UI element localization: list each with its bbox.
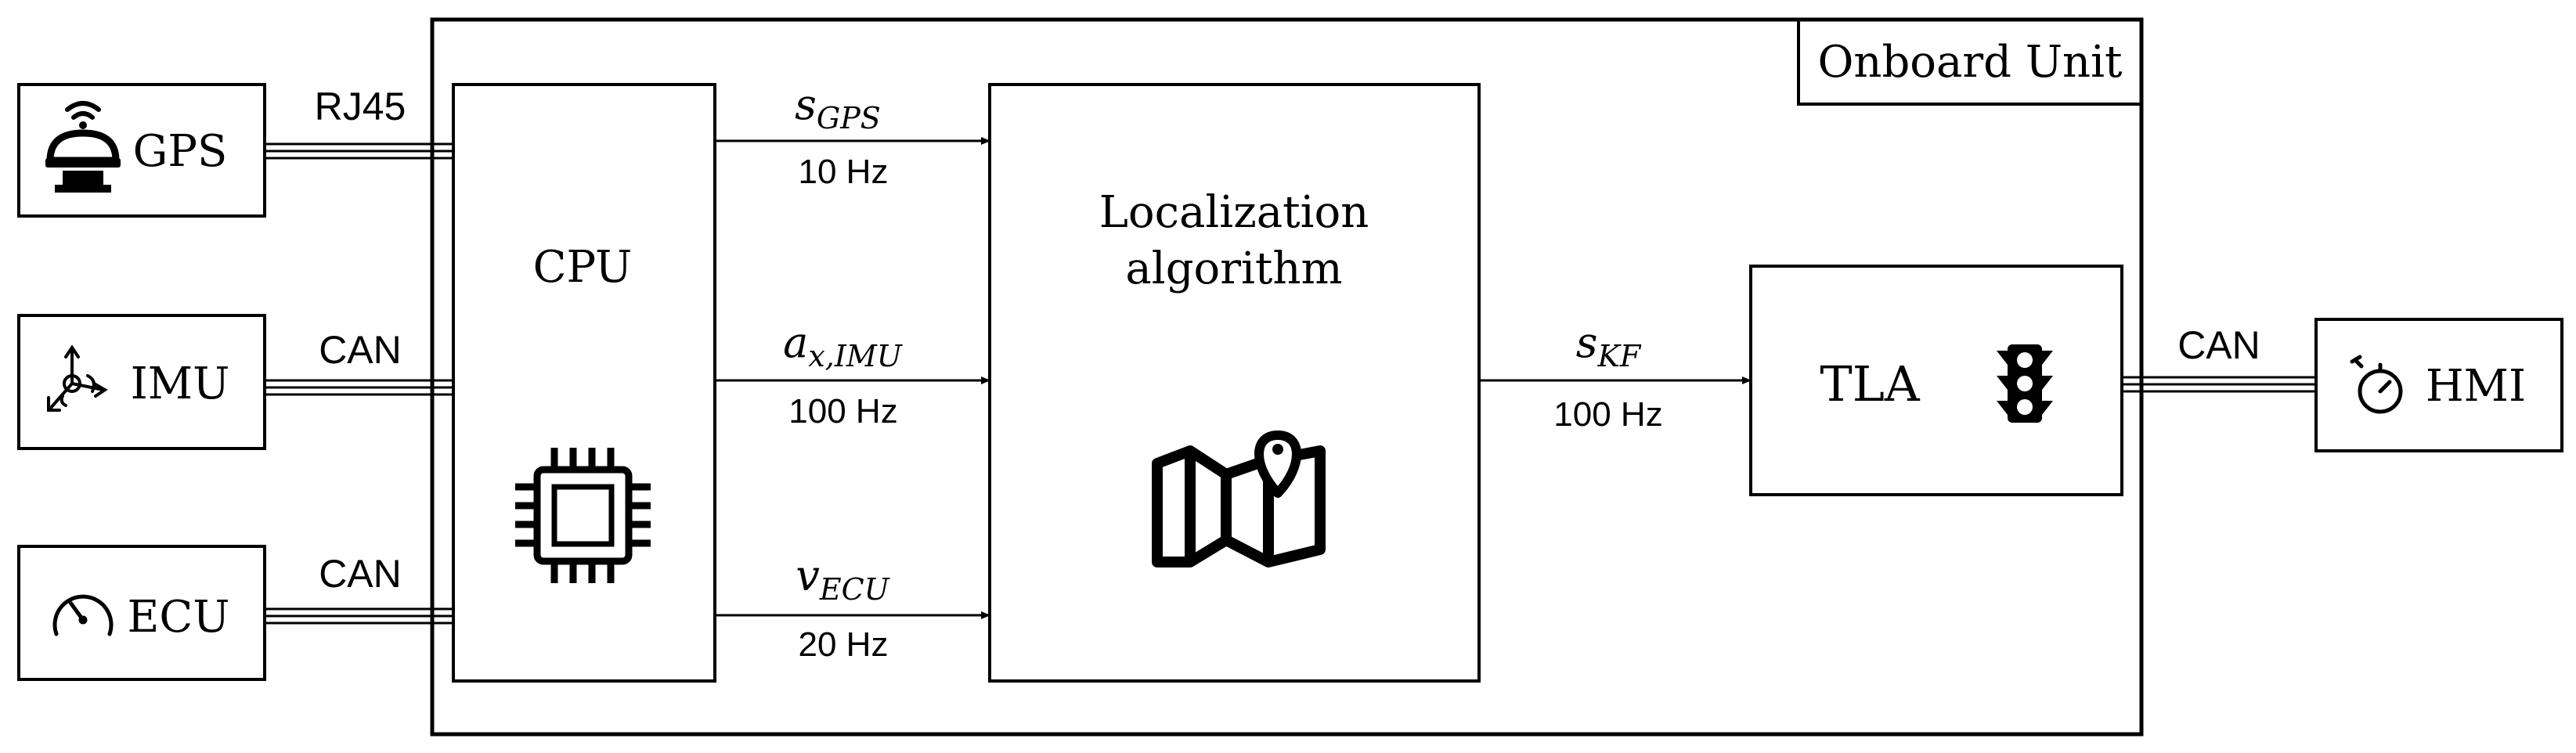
imu-cpu-link — [265, 379, 453, 396]
onboard-unit-label-box — [1797, 18, 2143, 106]
imu-rate-label: 100 Hz — [788, 392, 897, 431]
chip-icon — [515, 448, 651, 583]
ecu-cpu-link — [265, 607, 453, 625]
gps-cpu-link — [265, 142, 453, 160]
traffic-light-icon — [1997, 344, 2053, 423]
tla-label: TLA — [1820, 355, 1921, 413]
cpu-label: CPU — [533, 242, 633, 293]
ecu-rate-label: 20 Hz — [799, 625, 889, 664]
kf-rate-label: 100 Hz — [1553, 395, 1662, 434]
localization-block: Localization algorithm — [988, 83, 1481, 683]
imu-block: IMU — [17, 314, 266, 450]
tla-hmi-link — [2122, 376, 2316, 393]
gps-link-label: RJ45 — [315, 85, 406, 128]
gps-signal-label: sGPS — [795, 80, 881, 135]
map-pin-icon — [1152, 431, 1326, 567]
gps-block: GPS — [17, 83, 266, 218]
ecu-link-label: CAN — [319, 552, 402, 596]
gps-antenna-icon — [45, 101, 121, 193]
ecu-block: ECU — [17, 545, 266, 681]
tla-link-label: CAN — [2177, 323, 2260, 367]
imu-signal-label: ax,IMU — [783, 318, 904, 373]
ecu-label: ECU — [128, 592, 230, 643]
imu-axes-icon — [47, 344, 108, 412]
tla-block: TLA — [1749, 265, 2123, 496]
gps-rate-label: 10 Hz — [799, 153, 889, 191]
kf-signal-label: sKF — [1576, 318, 1642, 373]
hmi-block: HMI — [2314, 318, 2563, 452]
onboard-unit-label: Onboard Unit — [1817, 37, 2123, 88]
imu-link-label: CAN — [319, 328, 402, 372]
imu-label: IMU — [131, 358, 230, 409]
gps-label: GPS — [133, 126, 228, 177]
cpu-block: CPU — [452, 83, 716, 683]
localization-label-line1: Localization — [1099, 187, 1369, 238]
speedometer-icon — [52, 594, 114, 636]
hmi-label: HMI — [2426, 361, 2526, 412]
ecu-signal-label: vECU — [796, 551, 890, 607]
stopwatch-icon — [2350, 355, 2403, 414]
localization-label-line2: algorithm — [1125, 243, 1342, 294]
